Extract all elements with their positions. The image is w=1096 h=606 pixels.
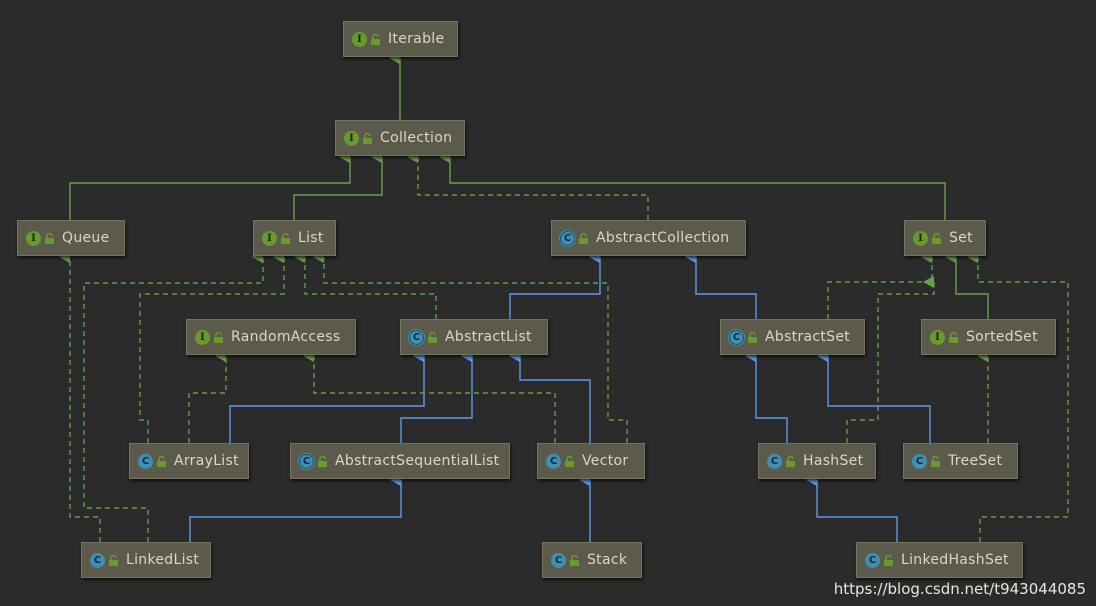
node-array-list[interactable]: C ArrayList bbox=[129, 443, 249, 479]
node-label: Collection bbox=[380, 130, 453, 146]
node-label: Stack bbox=[587, 552, 628, 568]
edge-linked-list-to-queue bbox=[59, 251, 101, 542]
node-label: AbstractSet bbox=[765, 329, 851, 345]
edge-linked-hash-set-to-hash-set bbox=[806, 474, 898, 542]
class-icon: C bbox=[767, 453, 782, 469]
node-abstract-list[interactable]: C AbstractList bbox=[400, 319, 548, 355]
unlocked-icon bbox=[318, 455, 327, 467]
unlocked-icon bbox=[157, 455, 166, 467]
node-set[interactable]: I Set bbox=[904, 220, 986, 256]
class-icon: C bbox=[90, 552, 105, 568]
unlocked-icon bbox=[579, 232, 588, 244]
node-label: HashSet bbox=[803, 453, 864, 469]
unlocked-icon bbox=[748, 331, 757, 343]
edge-abstract-list-to-abstract-collection bbox=[509, 251, 601, 319]
unlocked-icon bbox=[363, 132, 372, 144]
node-label: LinkedList bbox=[126, 552, 200, 568]
class-icon: C bbox=[551, 552, 566, 568]
edge-sorted-set-to-set bbox=[945, 251, 989, 319]
class-icon: C bbox=[865, 552, 880, 568]
interface-icon: I bbox=[195, 329, 210, 345]
abstract-class-icon: C bbox=[299, 453, 314, 469]
node-abstract-set[interactable]: C AbstractSet bbox=[720, 319, 865, 355]
unlocked-icon bbox=[932, 232, 941, 244]
interface-icon: I bbox=[344, 130, 359, 146]
node-abstract-collection[interactable]: C AbstractCollection bbox=[551, 220, 746, 256]
node-label: SortedSet bbox=[966, 329, 1038, 345]
abstract-class-icon: C bbox=[729, 329, 744, 345]
node-label: Iterable bbox=[388, 31, 445, 47]
edge-abstract-collection-to-collection bbox=[407, 151, 649, 220]
edge-hash-set-to-abstract-set bbox=[745, 350, 788, 443]
unlocked-icon bbox=[281, 232, 290, 244]
interface-icon: I bbox=[913, 230, 928, 246]
node-linked-list[interactable]: C LinkedList bbox=[81, 542, 211, 578]
node-random-access[interactable]: I RandomAccess bbox=[186, 319, 356, 355]
node-label: List bbox=[298, 230, 324, 246]
edge-array-list-to-random-access bbox=[188, 350, 227, 443]
edge-queue-to-collection bbox=[69, 151, 351, 220]
node-iterable[interactable]: I Iterable bbox=[343, 21, 458, 57]
node-label: LinkedHashSet bbox=[901, 552, 1009, 568]
edge-hash-set-to-set bbox=[846, 276, 935, 443]
class-icon: C bbox=[546, 453, 561, 469]
node-label: AbstractCollection bbox=[596, 230, 730, 246]
edge-abstract-set-to-set bbox=[827, 251, 933, 319]
node-collection[interactable]: I Collection bbox=[335, 120, 465, 156]
edge-array-list-to-abstract-list bbox=[229, 350, 425, 443]
interface-icon: I bbox=[262, 230, 277, 246]
node-hash-set[interactable]: C HashSet bbox=[758, 443, 876, 479]
node-label: Queue bbox=[62, 230, 110, 246]
unlocked-icon bbox=[949, 331, 958, 343]
edge-abstract-set-to-abstract-collection bbox=[685, 251, 757, 319]
node-label: Vector bbox=[582, 453, 629, 469]
node-abstract-sequential-list[interactable]: C AbstractSequentialList bbox=[290, 443, 510, 479]
node-stack[interactable]: C Stack bbox=[542, 542, 642, 578]
node-label: RandomAccess bbox=[231, 329, 341, 345]
watermark-url: https://blog.csdn.net/t943044085 bbox=[833, 580, 1086, 598]
node-label: ArrayList bbox=[174, 453, 239, 469]
interface-icon: I bbox=[26, 230, 41, 246]
node-label: Set bbox=[949, 230, 973, 246]
unlocked-icon bbox=[884, 554, 893, 566]
edge-linked-list-to-abstract-sequential-list bbox=[189, 474, 402, 542]
node-label: AbstractSequentialList bbox=[335, 453, 500, 469]
unlocked-icon bbox=[786, 455, 795, 467]
edge-set-to-collection bbox=[439, 151, 946, 220]
node-queue[interactable]: I Queue bbox=[17, 220, 125, 256]
edge-abstract-list-to-list bbox=[294, 251, 437, 319]
node-tree-set[interactable]: C TreeSet bbox=[903, 443, 1018, 479]
unlocked-icon bbox=[371, 33, 380, 45]
class-icon: C bbox=[138, 453, 153, 469]
unlocked-icon bbox=[109, 554, 118, 566]
edge-abstract-sequential-list-to-abstract-list bbox=[400, 350, 473, 443]
node-vector[interactable]: C Vector bbox=[537, 443, 645, 479]
unlocked-icon bbox=[214, 331, 223, 343]
edge-list-to-collection bbox=[293, 151, 383, 220]
interface-icon: I bbox=[930, 329, 945, 345]
edge-tree-set-to-abstract-set bbox=[817, 350, 931, 443]
unlocked-icon bbox=[570, 554, 579, 566]
edge-array-list-to-list bbox=[139, 251, 285, 443]
edge-vector-to-abstract-list bbox=[509, 350, 591, 443]
node-label: TreeSet bbox=[948, 453, 1003, 469]
abstract-class-icon: C bbox=[560, 230, 575, 246]
abstract-class-icon: C bbox=[409, 329, 424, 345]
unlocked-icon bbox=[45, 232, 54, 244]
node-linked-hash-set[interactable]: C LinkedHashSet bbox=[856, 542, 1023, 578]
unlocked-icon bbox=[428, 331, 437, 343]
edge-vector-to-list bbox=[313, 251, 628, 443]
edge-linked-hash-set-to-set bbox=[967, 251, 1069, 542]
interface-icon: I bbox=[352, 31, 367, 47]
class-icon: C bbox=[912, 453, 927, 469]
node-list[interactable]: I List bbox=[253, 220, 336, 256]
unlocked-icon bbox=[565, 455, 574, 467]
node-sorted-set[interactable]: I SortedSet bbox=[921, 319, 1056, 355]
node-label: AbstractList bbox=[445, 329, 532, 345]
edge-linked-list-to-list bbox=[83, 251, 264, 542]
edge-vector-to-random-access bbox=[303, 350, 556, 443]
unlocked-icon bbox=[931, 455, 940, 467]
